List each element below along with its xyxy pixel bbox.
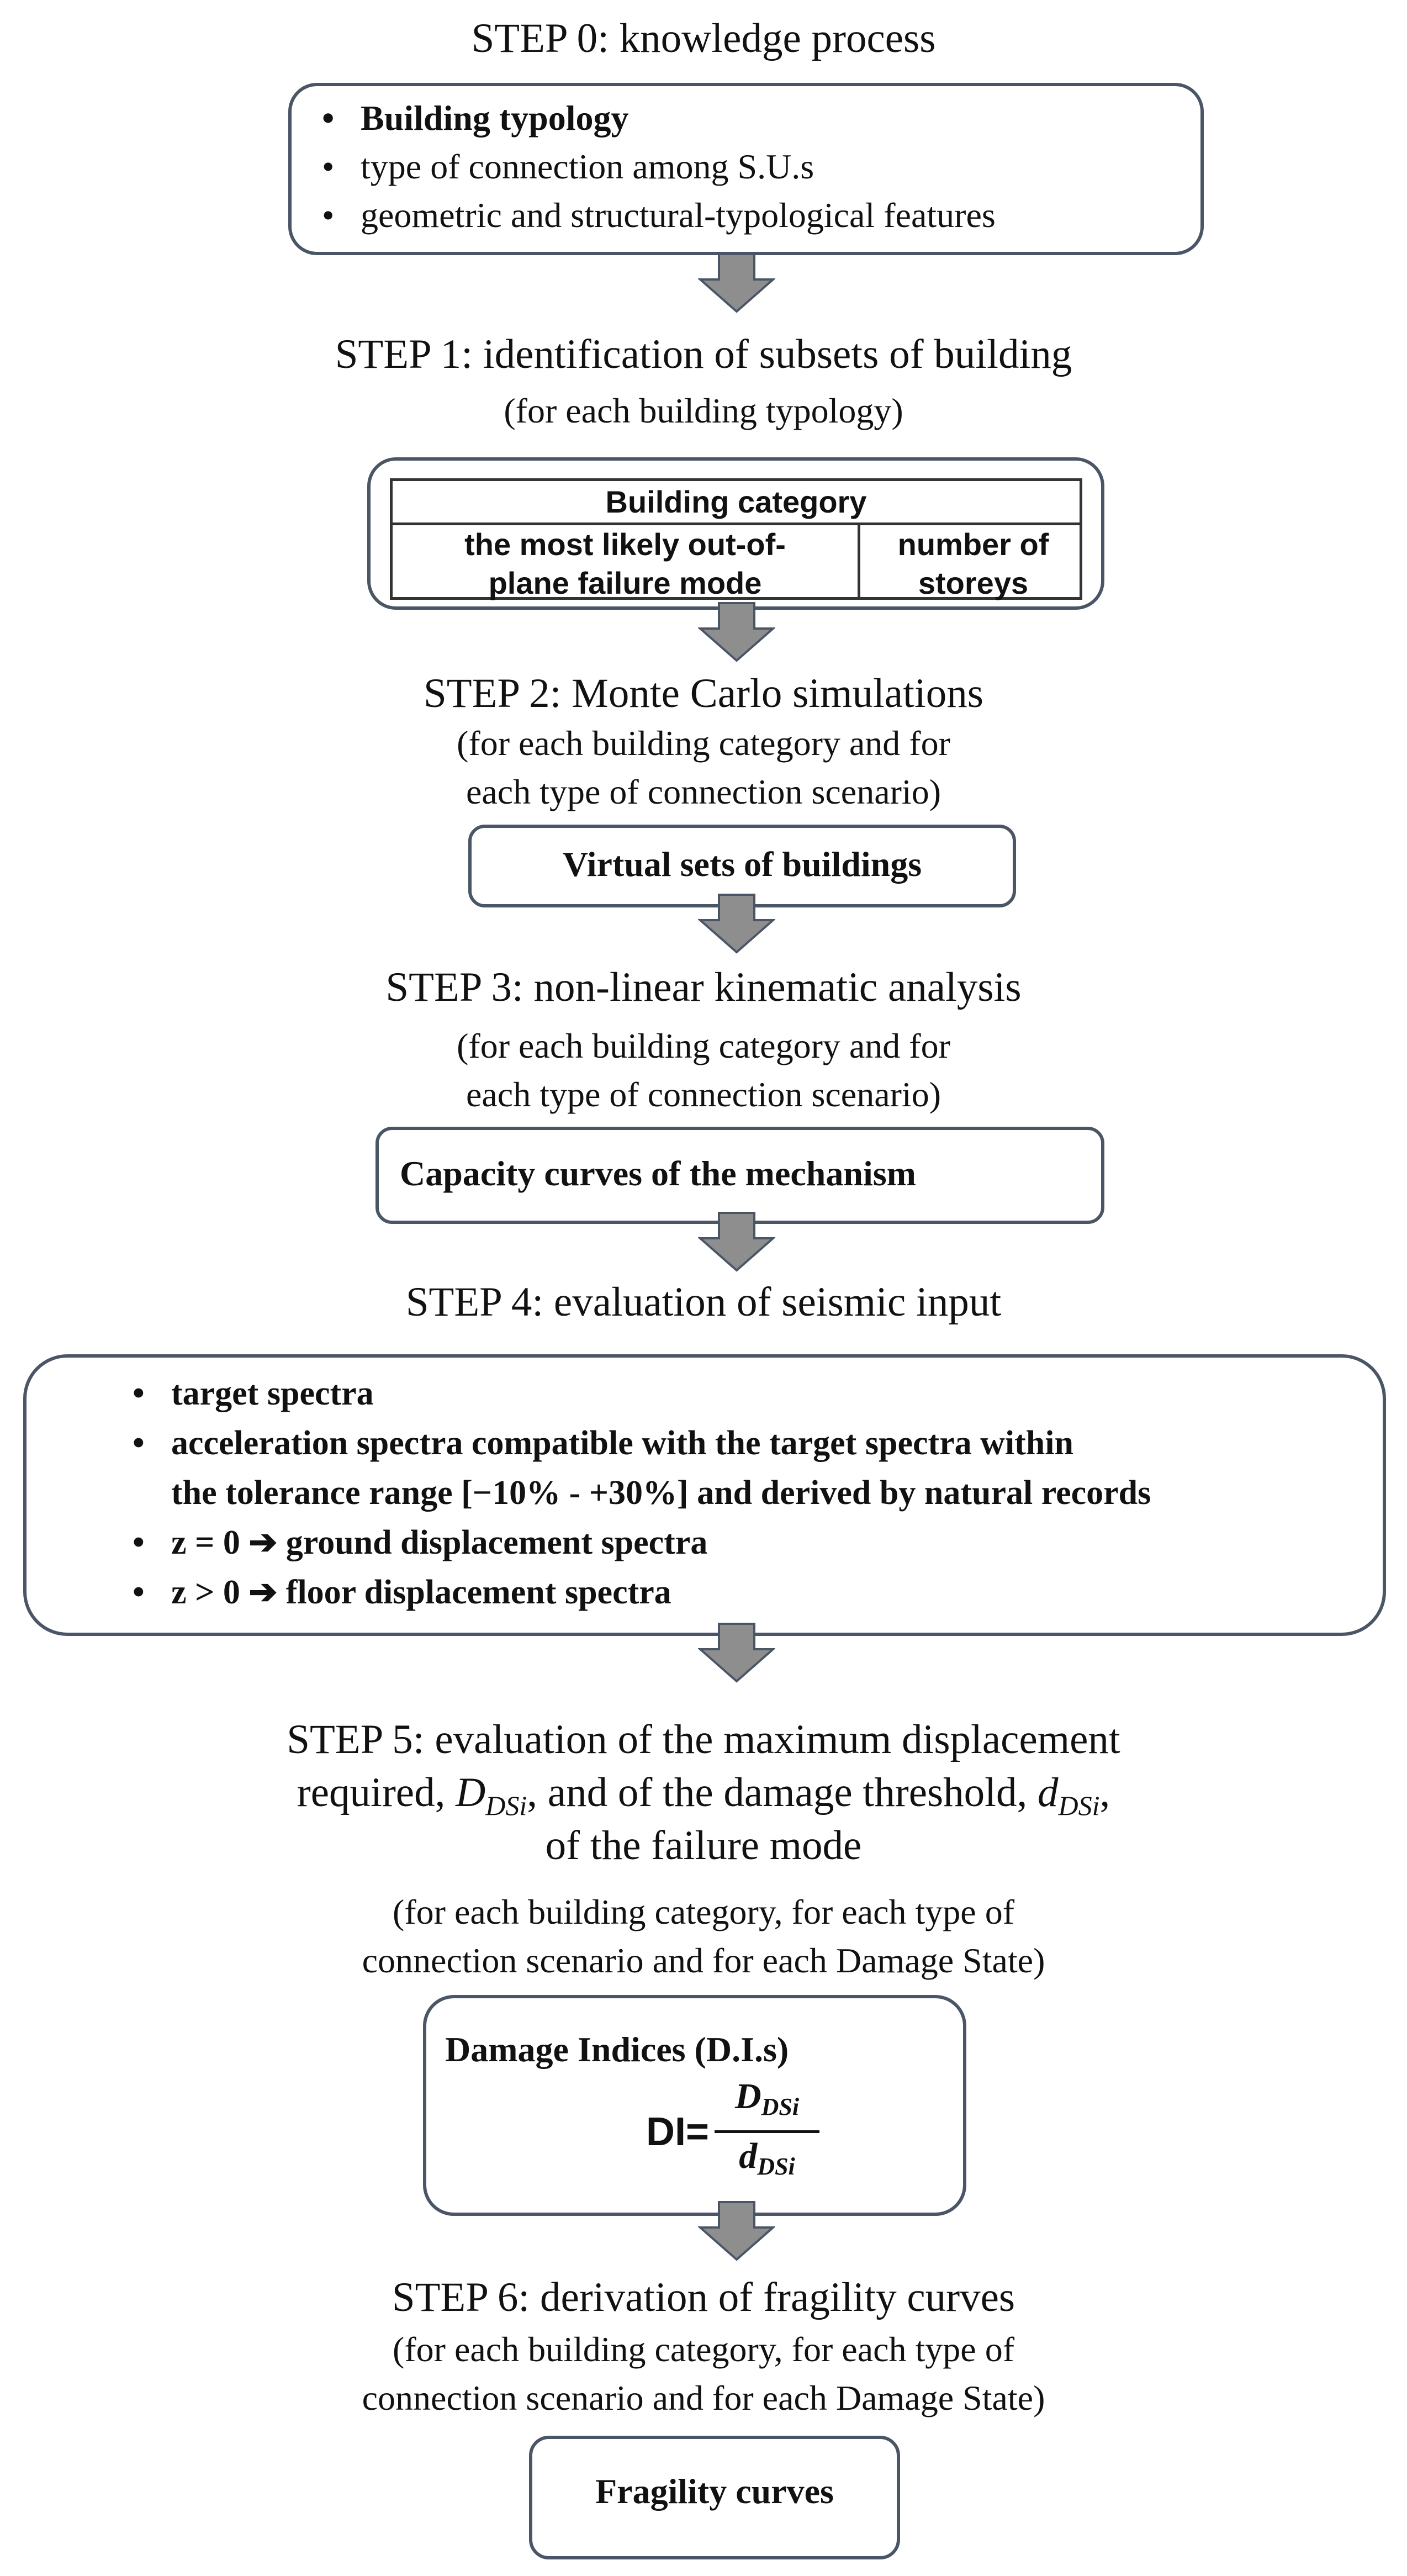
step4-item: the tolerance range [−10% - +30%] and de…	[171, 1474, 1151, 1512]
down-arrow-icon	[698, 1212, 775, 1272]
down-arrow-icon	[698, 253, 775, 313]
step6-subtitle: (for each building category, for each ty…	[393, 2330, 1014, 2369]
step1-subtitle: (for each building typology)	[504, 391, 903, 430]
step5-subtitle: (for each building category, for each ty…	[393, 1892, 1014, 1931]
capacity-curves-label: Capacity curves of the mechanism	[400, 1154, 916, 1193]
fragility-curves-label: Fragility curves	[595, 2472, 834, 2511]
step0-title: STEP 0: knowledge process	[471, 15, 936, 61]
step0-item: • geometric and structural-typological f…	[322, 196, 996, 235]
step4-list: • target spectra • acceleration spectra …	[123, 1369, 1151, 1617]
step4-item: • z = 0 ➔ ground displacement spectra	[133, 1524, 708, 1561]
step6-title: STEP 6: derivation of fragility curves	[392, 2274, 1015, 2320]
down-arrow-icon	[698, 602, 775, 662]
step1-box	[367, 457, 1104, 610]
step2-subtitle: (for each building category and for	[457, 724, 950, 763]
step4-item: • target spectra	[133, 1375, 374, 1412]
table-cell-storeys: number of storeys	[897, 527, 1049, 600]
step6-box	[529, 2436, 900, 2559]
step0-item: • type of connection among S.U.s	[322, 147, 814, 186]
step0-item: • Building typology	[322, 98, 629, 138]
step0-list: • Building typology • type of connection…	[312, 94, 996, 240]
step4-title: STEP 4: evaluation of seismic input	[405, 1279, 1002, 1325]
down-arrow-icon	[698, 2201, 775, 2261]
step2-title: STEP 2: Monte Carlo simulations	[424, 671, 983, 716]
table-header: Building category	[393, 481, 1080, 525]
down-arrow-icon	[698, 894, 775, 954]
step5-title: of the failure mode	[545, 1823, 862, 1868]
step4-item: • z > 0 ➔ floor displacement spectra	[133, 1574, 671, 1611]
step4-box	[23, 1354, 1386, 1636]
step5-subtitle: connection scenario and for each Damage …	[362, 1941, 1045, 1980]
building-category-table: Building category the most likely out-of…	[390, 478, 1082, 600]
step3-title: STEP 3: non-linear kinematic analysis	[385, 964, 1022, 1010]
step6-subtitle: connection scenario and for each Damage …	[362, 2378, 1045, 2417]
step3-subtitle: (for each building category and for	[457, 1026, 950, 1065]
step5-title: STEP 5: evaluation of the maximum displa…	[287, 1717, 1120, 1762]
step3-box	[375, 1127, 1104, 1224]
virtual-sets-label: Virtual sets of buildings	[562, 844, 922, 884]
down-arrow-icon	[698, 1623, 775, 1683]
step5-title: required, DDSi, and of the damage thresh…	[297, 1770, 1110, 1821]
step2-subtitle: each type of connection scenario)	[466, 772, 941, 811]
damage-indices-label: Damage Indices (D.I.s)	[445, 2030, 789, 2069]
table-cell-failure-mode: the most likely out-of- plane failure mo…	[393, 525, 860, 600]
step3-subtitle: each type of connection scenario)	[466, 1075, 941, 1114]
step0-box	[288, 83, 1204, 255]
step1-title: STEP 1: identification of subsets of bui…	[335, 331, 1072, 377]
damage-index-formula: DI= DDSi dDSi	[646, 2077, 820, 2187]
step5-box	[423, 1995, 966, 2216]
step4-item: • acceleration spectra compatible with t…	[133, 1424, 1073, 1462]
